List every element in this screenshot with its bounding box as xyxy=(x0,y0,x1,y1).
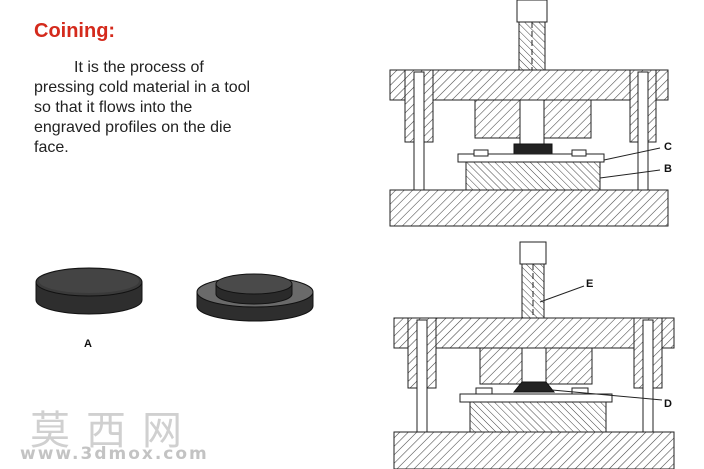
coined-disc xyxy=(196,273,314,322)
label-a: A xyxy=(84,338,92,350)
description-line-5: face. xyxy=(34,139,69,156)
label-c: C xyxy=(664,141,672,153)
label-d: D xyxy=(664,398,672,410)
die-assembly-bottom xyxy=(393,241,675,469)
coining-description: It is the process of pressing cold mater… xyxy=(34,58,284,158)
description-line-3: so that it flows into the xyxy=(34,99,193,116)
watermark-chinese: 莫西网 xyxy=(30,408,198,454)
blank-disc xyxy=(35,267,143,315)
slide-title: Coining: xyxy=(34,20,116,42)
description-line-4: engraved profiles on the die xyxy=(34,119,232,136)
description-line-1: It is the process of xyxy=(74,59,204,76)
label-b: B xyxy=(664,163,672,175)
watermark-url: www.3dmox.com xyxy=(20,444,209,464)
die-assembly-top xyxy=(389,0,669,227)
description-line-2: pressing cold material in a tool xyxy=(34,79,251,96)
label-e: E xyxy=(586,278,594,290)
